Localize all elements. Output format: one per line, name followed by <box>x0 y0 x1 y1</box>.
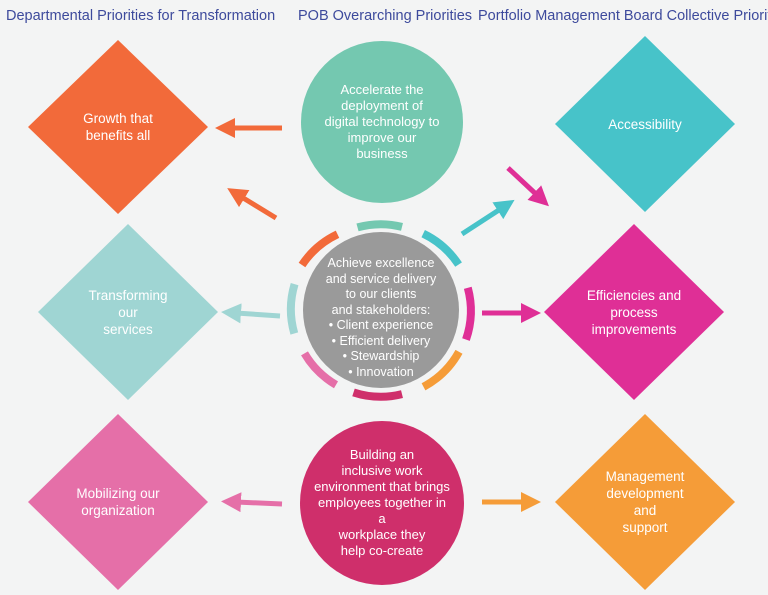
circle-digital-technology: Accelerate the deployment of digital tec… <box>301 41 463 203</box>
diamond-management: Management development and support <box>555 414 735 590</box>
diamond-efficiencies-label: Efficiencies and process improvements <box>586 287 682 337</box>
ring-segment <box>352 388 403 401</box>
diamond-management-shape <box>555 414 735 590</box>
diamond-accessibility-label: Accessibility <box>608 116 682 132</box>
diamond-growth-shape <box>28 40 208 214</box>
center-objective-text: Achieve excellence and service delivery … <box>312 246 450 390</box>
center-line: and service delivery <box>325 271 437 286</box>
ring-segment <box>286 282 299 335</box>
diamond-mobilizing: Mobilizing our organization <box>28 414 208 590</box>
diamond-transforming-label: Transforming our services <box>88 287 168 337</box>
arrow-to-mobilizing <box>221 492 283 513</box>
center-bullet-innovation: • Innovation <box>348 364 414 379</box>
ring-segment <box>301 351 339 389</box>
arrow-top-to-accessibility <box>506 166 549 207</box>
header-pob-priorities: POB Overarching Priorities <box>298 8 473 24</box>
center-line: and stakeholders: <box>331 302 431 317</box>
center-line: to our clients <box>345 287 417 301</box>
center-bullet-efficient-delivery: • Efficient delivery <box>331 333 431 348</box>
diamond-accessibility: Accessibility <box>555 36 735 212</box>
diamond-transforming: Transforming our services <box>38 224 218 400</box>
center-line: Achieve excellence <box>327 256 435 270</box>
arrow-center-to-growth <box>227 188 278 221</box>
center-circle <box>303 232 459 388</box>
header-pmb-priorities: Portfolio Management Board Collective Pr… <box>478 8 768 24</box>
center-ring <box>286 220 475 401</box>
diamond-growth: Growth that benefits all <box>28 40 208 214</box>
arrow-center-to-transforming <box>221 303 281 324</box>
diamond-efficiencies: Efficiencies and process improvements <box>544 224 724 400</box>
circle-inclusive-work-label: Building an inclusive work environment t… <box>314 447 450 558</box>
diamond-management-label: Management development and support <box>605 469 685 535</box>
center-bullet-client-experience: • Client experience <box>328 318 434 332</box>
circle-inclusive-work: Building an inclusive work environment t… <box>300 421 464 585</box>
arrow-center-to-accessibility <box>460 199 515 237</box>
ring-segment <box>462 286 475 341</box>
ring-segment <box>298 230 340 268</box>
circle-digital-technology-label: Accelerate the deployment of digital tec… <box>324 82 440 161</box>
ring-segment <box>356 220 403 232</box>
center-bullet-stewardship: • Stewardship <box>342 349 420 363</box>
diamond-transforming-shape <box>38 224 218 400</box>
diamond-growth-label: Growth that benefits all <box>83 111 153 143</box>
diamond-mobilizing-shape <box>28 414 208 590</box>
diamond-accessibility-shape <box>555 36 735 212</box>
ring-segment <box>421 349 463 391</box>
diamond-efficiencies-shape <box>544 224 724 400</box>
ring-segment <box>421 229 462 267</box>
diamond-mobilizing-label: Mobilizing our organization <box>76 486 160 518</box>
header-departmental-priorities: Departmental Priorities for Transformati… <box>6 8 276 24</box>
